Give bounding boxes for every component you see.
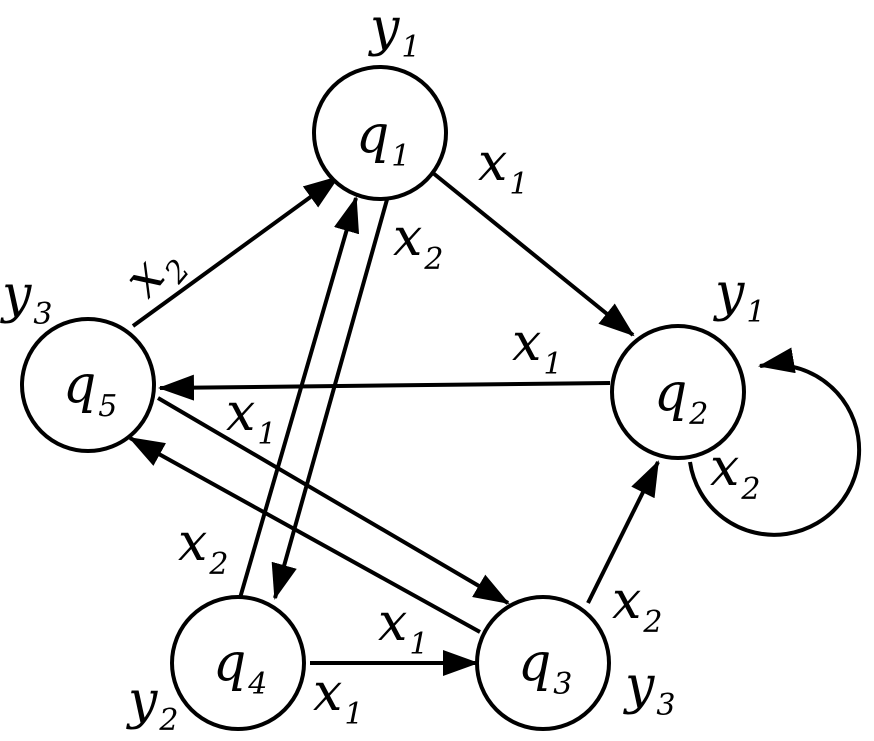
edge-label-q3-q5: x1 [378, 593, 428, 662]
edge-q3-q5 [128, 436, 481, 634]
node-q5-label: q5 [63, 355, 117, 424]
edge-q3-q2 [586, 460, 660, 604]
edge-q2-q2 [688, 347, 862, 537]
node-q3: q3 [475, 595, 611, 731]
output-labels: y1 y1 y3 y2 y3 [0, 0, 765, 738]
edge-label-q1-q2: x1 [478, 133, 528, 202]
edges [128, 171, 862, 676]
node-q4-label: q4 [213, 633, 267, 702]
nodes: q1 q2 q3 q4 q5 [20, 65, 746, 731]
edge-label-q4-q3: x1 [313, 663, 363, 732]
node-q2-label: q2 [654, 363, 708, 432]
edge-label-q2-q2: x2 [710, 438, 760, 507]
edge-q5-q1 [131, 175, 340, 328]
node-q1-label: q1 [356, 105, 410, 174]
edge-label-q2-q5: x1 [512, 313, 562, 382]
output-label-q1: y1 [368, 0, 420, 65]
edge-label-q4-q1: x2 [178, 513, 228, 582]
output-label-q2: y1 [713, 263, 765, 330]
edge-q5-q3 [156, 396, 510, 605]
edge-q2-q5 [158, 374, 611, 401]
node-q5: q5 [20, 317, 156, 453]
node-q2: q2 [610, 324, 746, 460]
edge-label-q5-q1: x2 [112, 231, 197, 314]
edge-label-q3-q2: x2 [612, 571, 662, 640]
edge-q1-q2 [431, 171, 635, 337]
edge-labels: x1 x2 x1 x2 x2 x1 x1 x2 x2 x1 [112, 133, 760, 732]
node-q4: q4 [170, 595, 306, 731]
node-q3-label: q3 [518, 633, 572, 702]
output-label-q3: y3 [623, 656, 675, 723]
output-label-q5: y3 [0, 265, 52, 332]
output-label-q4: y2 [126, 671, 178, 738]
edge-label-q1-q4: x2 [393, 208, 443, 277]
edge-label-q5-q3: x1 [226, 383, 276, 452]
node-q1: q1 [312, 65, 448, 201]
edge-q1-q4 [271, 195, 390, 600]
edge-q4-q1 [238, 196, 360, 599]
